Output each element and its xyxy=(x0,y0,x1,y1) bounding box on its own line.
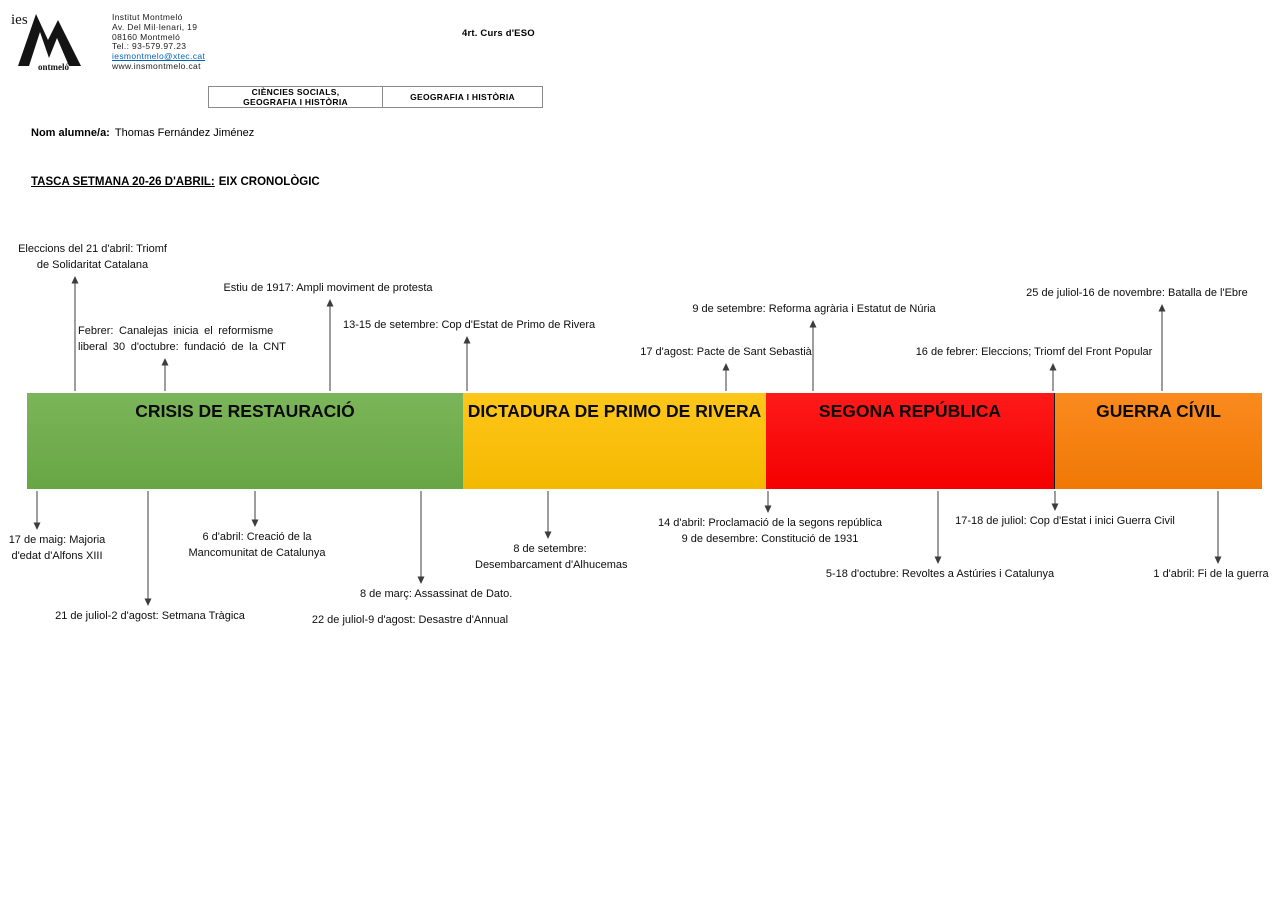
event-text: 14 d'abril: Proclamació de la segons rep… xyxy=(657,517,883,529)
timeline-segment: CRISIS DE RESTAURACIÓ xyxy=(27,393,463,489)
timeline-event-below: 1 d'abril: Fi de la guerra xyxy=(1150,567,1272,583)
event-text: 5-18 d'octubre: Revoltes a Astúries i Ca… xyxy=(825,568,1055,580)
event-text: de Solidaritat Catalana xyxy=(36,258,149,271)
event-text: 21 de juliol-2 d'agost: Setmana Tràgica xyxy=(55,610,245,622)
event-text: 9 de desembre: Constitució de 1931 xyxy=(681,532,859,545)
timeline-segment: SEGONA REPÚBLICA xyxy=(766,393,1055,489)
school-logo-icon: ies ontmeló xyxy=(11,12,81,72)
event-text: 22 de juliol-9 d'agost: Desastre d'Annua… xyxy=(311,614,509,626)
logo-ies-text: ies xyxy=(11,12,28,28)
timeline-segment-label: DICTADURA DE PRIMO DE RIVERA xyxy=(467,401,762,421)
timeline-event-above: Eleccions del 21 d'abril: Triomf de Solid… xyxy=(10,242,175,273)
student-name-line: Nom alumne/a: Thomas Fernández Jiménez xyxy=(31,127,254,139)
student-name-value: Thomas Fernández Jiménez xyxy=(114,127,255,139)
school-city: 08160 Montmeló xyxy=(112,31,181,42)
timeline-event-below: 22 de juliol-9 d'agost: Desastre d'Annua… xyxy=(310,613,510,629)
timeline-segment-label: GUERRA CÍVIL xyxy=(1096,401,1221,421)
event-text: Febrer: Canalejas inicia el reformisme xyxy=(78,325,274,337)
task-heading: TASCA SETMANA 20-26 D'ABRIL:EIX CRONOLÒG… xyxy=(31,176,320,188)
event-text: Desembarcament d'Alhucemas xyxy=(475,558,628,571)
event-text: 9 de setembre: Reforma agrària i Estatut… xyxy=(692,303,936,315)
subject-box-line: CIÈNCIES SOCIALS, xyxy=(251,87,340,97)
event-text: d'edat d'Alfons XIII xyxy=(11,549,103,562)
event-text: Mancomunitat de Catalunya xyxy=(188,546,326,559)
event-text: 6 d'abril: Creació de la xyxy=(202,531,312,543)
school-phone: Tel.: 93-579.97.23 xyxy=(112,41,187,52)
timeline-event-above: Estiu de 1917: Ampli moviment de protest… xyxy=(220,281,436,297)
timeline-event-above: 25 de juliol-16 de novembre: Batalla de … xyxy=(1022,286,1252,302)
subject-boxes: CIÈNCIES SOCIALS, GEOGRAFIA I HISTÒRIA G… xyxy=(208,86,543,108)
logo-montmelo-text: ontmeló xyxy=(38,62,69,72)
course-label: 4rt. Curs d'ESO xyxy=(462,28,535,39)
school-email-link[interactable]: iesmontmelo@xtec.cat xyxy=(112,51,206,62)
timeline-event-below: 8 de març: Assassinat de Dato. xyxy=(360,587,513,603)
logo-mountain-shape xyxy=(18,14,81,66)
timeline-segment: GUERRA CÍVIL xyxy=(1055,393,1262,489)
timeline-event-above: 9 de setembre: Reforma agrària i Estatut… xyxy=(692,302,936,318)
student-name-label: Nom alumne/a: xyxy=(31,127,110,139)
timeline-segment: DICTADURA DE PRIMO DE RIVERA xyxy=(463,393,766,489)
subject-box-line: GEOGRAFIA I HISTÒRIA xyxy=(410,92,515,102)
event-text: 17-18 de juliol: Cop d'Estat i inici Gue… xyxy=(955,515,1175,527)
subject-box-socials: CIÈNCIES SOCIALS, GEOGRAFIA I HISTÒRIA xyxy=(208,86,383,108)
timeline-event-below: 14 d'abril: Proclamació de la segons rep… xyxy=(655,516,885,547)
event-text: 8 de març: Assassinat de Dato. xyxy=(360,588,513,600)
subject-box-geografia: GEOGRAFIA I HISTÒRIA xyxy=(383,86,543,108)
event-text: 25 de juliol-16 de novembre: Batalla de … xyxy=(1026,287,1248,299)
timeline-event-below: 21 de juliol-2 d'agost: Setmana Tràgica xyxy=(52,609,248,625)
timeline-event-below: 17 de maig: Majoria d'edat d'Alfons XIII xyxy=(5,533,109,564)
timeline-event-below: 5-18 d'octubre: Revoltes a Astúries i Ca… xyxy=(825,567,1055,583)
timeline-event-above: 13-15 de setembre: Cop d'Estat de Primo … xyxy=(343,318,596,334)
task-heading-label: TASCA SETMANA 20-26 D'ABRIL: xyxy=(31,176,215,188)
school-address-block: Institut Montmeló Av. Del Mil·lenari, 19… xyxy=(112,12,206,72)
subject-box-line: GEOGRAFIA I HISTÒRIA xyxy=(243,97,348,107)
event-text: 8 de setembre: xyxy=(513,543,587,555)
event-text: Estiu de 1917: Ampli moviment de protest… xyxy=(223,282,433,294)
school-street: Av. Del Mil·lenari, 19 xyxy=(112,21,198,32)
timeline-event-below: 8 de setembre: Desembarcament d'Alhucemas xyxy=(475,542,628,573)
event-text: liberal 30 d'octubre: fundació de la CNT xyxy=(78,340,286,353)
timeline-event-above: 17 d'agost: Pacte de Sant Sebastià xyxy=(640,345,812,361)
event-text: 17 d'agost: Pacte de Sant Sebastià xyxy=(640,346,812,358)
event-text: 17 de maig: Majoria xyxy=(8,534,106,546)
school-website: www.insmontmelo.cat xyxy=(112,60,201,71)
timeline-segment-label: SEGONA REPÚBLICA xyxy=(818,401,1002,421)
event-text: 16 de febrer: Eleccions; Triomf del Fron… xyxy=(915,346,1153,358)
timeline-bar: CRISIS DE RESTAURACIÓ DICTADURA DE PRIMO … xyxy=(27,393,1262,489)
school-name: Institut Montmeló xyxy=(112,12,183,22)
task-heading-title: EIX CRONOLÒGIC xyxy=(218,176,320,188)
event-text: Eleccions del 21 d'abril: Triomf xyxy=(18,243,167,255)
timeline-segment-label: CRISIS DE RESTAURACIÓ xyxy=(135,401,355,421)
event-text: 13-15 de setembre: Cop d'Estat de Primo … xyxy=(343,319,596,331)
timeline-event-above: Febrer: Canalejas inicia el reformisme li… xyxy=(78,324,286,355)
timeline-event-above: 16 de febrer: Eleccions; Triomf del Fron… xyxy=(912,345,1156,361)
timeline-event-below: 6 d'abril: Creació de la Mancomunitat de … xyxy=(187,530,327,561)
event-text: 1 d'abril: Fi de la guerra xyxy=(1153,568,1269,580)
timeline-event-below: 17-18 de juliol: Cop d'Estat i inici Gue… xyxy=(952,514,1178,530)
